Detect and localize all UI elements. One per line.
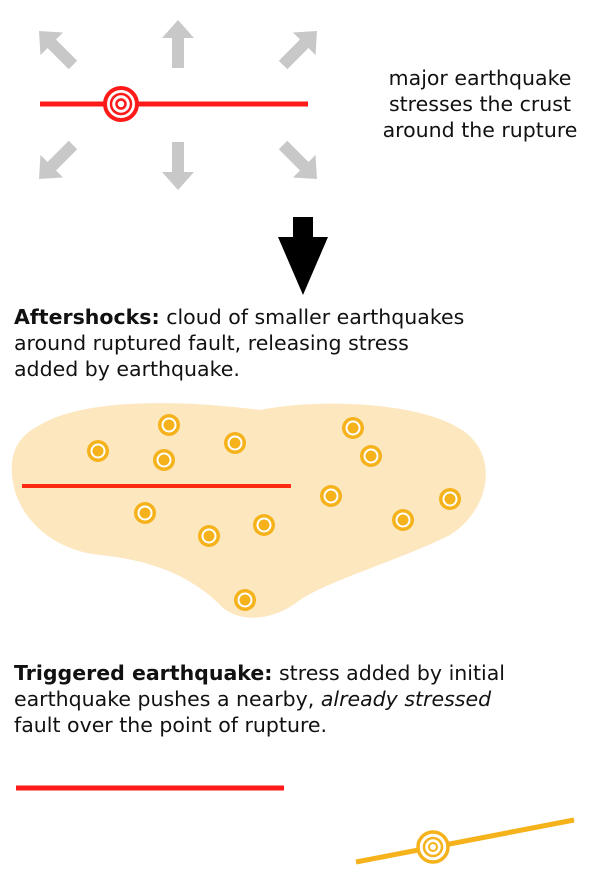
aftershock-cloud (11, 403, 486, 618)
triggered-caption: Triggered earthquake: stress added by in… (14, 660, 594, 738)
stress-arrow-icon-up-left (27, 19, 85, 77)
stress-caption: major earthquake stresses the crust arou… (365, 65, 595, 143)
aftershock-marker-icon (134, 502, 156, 524)
aftershock-marker-icon (87, 440, 109, 462)
aftershock-marker-icon (253, 514, 275, 536)
aftershocks-title: Aftershocks: (14, 305, 160, 329)
aftershock-marker-icon (392, 509, 414, 531)
aftershock-marker-icon (224, 432, 246, 454)
aftershock-marker-icon (158, 414, 180, 436)
stress-arrow-icon-down-right (271, 133, 329, 191)
triggered-text: fault over the point of rupture. (14, 713, 328, 737)
aftershocks-text: around ruptured fault, releasing stress (14, 331, 409, 355)
triggered-text-italic: already stressed (320, 687, 492, 711)
epicenter-icon (103, 86, 139, 122)
triggered-fault-line (355, 817, 575, 865)
triggered-text: stress added by initial (272, 661, 505, 685)
aftershock-marker-icon (234, 589, 256, 611)
aftershocks-text: cloud of smaller earthquakes (159, 305, 465, 329)
stress-arrow-icon-down (162, 142, 194, 190)
triggered-text: earthquake pushes a nearby, (14, 687, 321, 711)
down-arrow-icon (278, 217, 328, 295)
aftershock-marker-icon (198, 525, 220, 547)
aftershocks-text: added by earthquake. (14, 357, 240, 381)
aftershock-marker-icon (342, 417, 364, 439)
aftershock-marker-icon (153, 449, 175, 471)
aftershock-markers (87, 414, 461, 611)
triggered-title: Triggered earthquake: (14, 661, 273, 685)
aftershock-marker-icon (360, 445, 382, 467)
aftershocks-caption: Aftershocks: cloud of smaller earthquake… (14, 304, 594, 382)
aftershock-marker-icon (439, 488, 461, 510)
stress-arrow-icon-up-right (271, 19, 329, 77)
aftershock-marker-icon (320, 485, 342, 507)
stress-arrow-icon-down-left (27, 133, 85, 191)
stress-caption-line: stresses the crust (388, 92, 572, 116)
triggered-epicenter-icon (416, 830, 450, 864)
stress-caption-line: major earthquake (388, 66, 572, 90)
stress-caption-line: around the rupture (382, 118, 578, 142)
stress-arrow-icon-up (162, 20, 194, 68)
